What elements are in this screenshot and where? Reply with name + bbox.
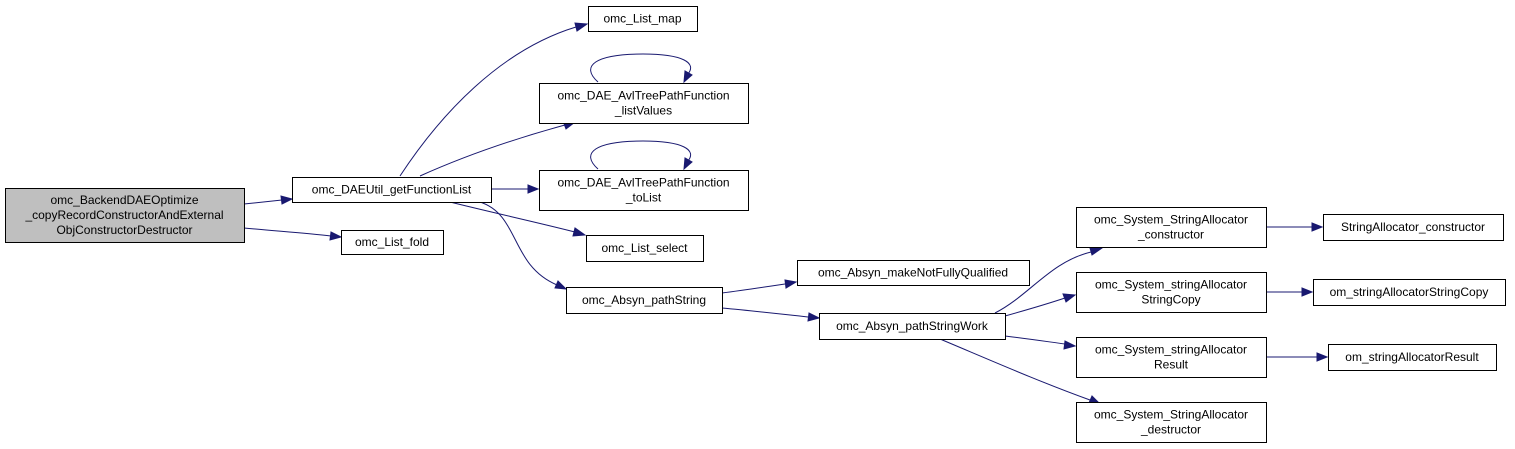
edge-getFunctionList-to-avlToList [491,184,540,194]
node-label: omc_System_stringAllocator [1095,343,1247,357]
node-saConstructor[interactable]: omc_System_StringAllocator_constructor [1076,207,1267,248]
node-box [588,6,698,32]
node-box [292,177,492,203]
node-box [797,260,1030,286]
node-listSelect[interactable]: omc_List_select [586,235,704,262]
edge-saConstructor-to-cConstructor [1266,222,1324,232]
node-label: omc_List_fold [355,235,429,249]
edge-root-to-getFunctionList [243,195,294,205]
node-avlToList[interactable]: omc_DAE_AvlTreePathFunction_toList [539,170,749,211]
node-label: omc_List_select [601,241,688,255]
node-box [1076,272,1267,313]
edge-getFunctionList-to-listSelect [449,201,587,237]
edge-pathString-to-pathStringWork [721,307,821,322]
node-label: omc_Absyn_makeNotFullyQualified [818,266,1008,280]
node-label: StringAllocator_constructor [1341,220,1485,234]
node-label: omc_Absyn_pathString [582,293,706,307]
node-label: StringCopy [1141,293,1200,307]
node-label: Result [1154,358,1189,372]
node-listFold[interactable]: omc_List_fold [341,230,444,255]
node-box [566,287,723,314]
node-label: omc_DAEUtil_getFunctionList [312,183,472,197]
nodes: omc_BackendDAEOptimize_copyRecordConstru… [5,6,1506,443]
node-saDestructor[interactable]: omc_System_StringAllocator_destructor [1076,402,1267,443]
node-label: omc_List_map [603,12,681,26]
node-box [539,170,749,211]
edge-getFunctionList-to-pathString [479,201,568,290]
node-box [1076,207,1267,248]
node-box [819,313,1006,340]
edge-getFunctionList-to-listMap [399,22,589,177]
node-label: _destructor [1140,423,1201,437]
node-saStringCopy[interactable]: omc_System_stringAllocatorStringCopy [1076,272,1267,313]
node-pathString[interactable]: omc_Absyn_pathString [566,287,723,314]
node-getFunctionList[interactable]: omc_DAEUtil_getFunctionList [292,177,492,203]
edge-getFunctionList-to-avlListValues [419,120,577,177]
node-box [5,188,245,243]
node-label: _copyRecordConstructorAndExternal [24,208,223,222]
node-label: _constructor [1137,228,1204,242]
edge-avlListValues-self [590,53,693,84]
node-label: _toList [625,191,662,205]
node-saResult[interactable]: omc_System_stringAllocatorResult [1076,337,1267,378]
node-box [1328,344,1497,371]
node-label: omc_System_StringAllocator [1094,408,1248,422]
node-label: om_stringAllocatorResult [1345,350,1479,364]
edge-saResult-to-cResult [1266,352,1329,362]
node-label: omc_Absyn_pathStringWork [836,319,989,333]
node-cStringCopy[interactable]: om_stringAllocatorStringCopy [1313,279,1506,306]
node-avlListValues[interactable]: omc_DAE_AvlTreePathFunction_listValues [539,83,749,124]
node-label: omc_DAE_AvlTreePathFunction [557,176,729,190]
node-box [539,83,749,124]
node-label: omc_DAE_AvlTreePathFunction [557,89,729,103]
node-makeNotFullyQualified[interactable]: omc_Absyn_makeNotFullyQualified [797,260,1030,286]
edge-avlToList-self [590,140,693,171]
node-root[interactable]: omc_BackendDAEOptimize_copyRecordConstru… [5,188,245,243]
node-label: omc_System_stringAllocator [1095,278,1247,292]
node-box [341,230,444,255]
node-box [586,235,704,262]
node-cResult[interactable]: om_stringAllocatorResult [1328,344,1497,371]
node-box [1076,402,1267,443]
node-box [1313,279,1506,306]
edge-pathString-to-makeNotFullyQualified [721,279,798,294]
node-label: omc_BackendDAEOptimize [50,193,198,207]
edge-root-to-listFold [243,227,343,241]
node-label: _listValues [614,104,672,118]
node-listMap[interactable]: omc_List_map [588,6,698,32]
node-box [1323,214,1504,241]
node-box [1076,337,1267,378]
edge-pathStringWork-to-saResult [1004,335,1077,350]
edge-pathStringWork-to-saStringCopy [1004,293,1077,317]
node-cConstructor[interactable]: StringAllocator_constructor [1323,214,1504,241]
node-pathStringWork[interactable]: omc_Absyn_pathStringWork [819,313,1006,340]
node-label: om_stringAllocatorStringCopy [1330,285,1489,299]
edge-saStringCopy-to-cStringCopy [1266,287,1314,297]
node-label: omc_System_StringAllocator [1094,213,1248,227]
node-label: ObjConstructorDestructor [56,223,192,237]
